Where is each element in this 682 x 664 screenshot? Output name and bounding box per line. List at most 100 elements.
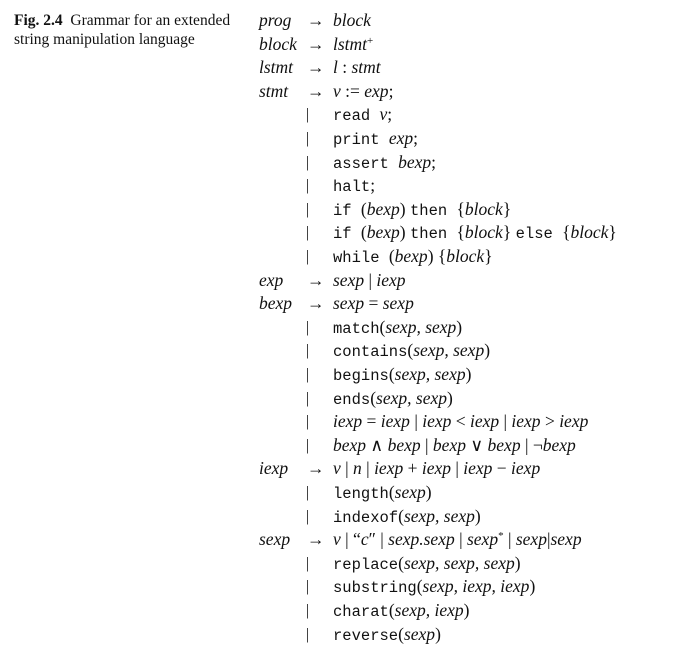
nonterminal-symbol: v [333, 458, 341, 479]
nonterminal-symbol: iexp [463, 458, 493, 479]
symbol: | [454, 529, 467, 550]
alternative-bar: | [306, 602, 310, 619]
rule-production: v := exp; [333, 80, 393, 104]
nonterminal-symbol: sexp [333, 269, 365, 290]
rule-production: v | “c″ | sexp.sexp | sexp* | sexp|sexp [333, 528, 582, 552]
nonterminal-symbol: block [446, 246, 485, 266]
nonterminal-symbol: n [353, 458, 362, 479]
nonterminal-symbol: bexp [366, 222, 400, 243]
rule-production: l : stmt [333, 56, 381, 80]
alternative-bar: | [306, 507, 310, 525]
symbol: ″ | [368, 529, 389, 550]
nonterminal-symbol: iexp [333, 411, 363, 432]
alternative-bar: | [306, 224, 310, 242]
rule-production: match(sexp, sexp) [333, 316, 462, 342]
symbol: ) [463, 600, 470, 620]
alternative-bar: | [306, 413, 310, 431]
alternative-bar: | [306, 153, 310, 171]
alternative-bar: | [306, 578, 310, 596]
rule-production: lstmt+ [333, 33, 373, 57]
symbol: ) [474, 505, 481, 526]
symbol: ( [379, 316, 386, 337]
symbol: | [409, 411, 423, 432]
nonterminal-symbol: l [333, 57, 338, 78]
alternative-bar: | [306, 366, 310, 383]
terminal-keyword: halt [333, 178, 371, 197]
nonterminal-symbol: bexp [387, 434, 421, 455]
nonterminal-symbol: sexp, sexp, sexp [403, 552, 515, 573]
symbol: ( [407, 340, 414, 361]
nonterminal-symbol: sexp, sexp [394, 364, 466, 384]
symbol: ) [425, 482, 432, 502]
alternative-bar: | [306, 106, 310, 124]
terminal-keyword: if [333, 201, 361, 220]
nonterminal-symbol: block [333, 10, 371, 30]
nonterminal-symbol: sexp [515, 529, 547, 550]
terminal-keyword: replace [333, 555, 399, 574]
rule-production: assert bexp; [333, 151, 436, 177]
nonterminal-symbol: bexp [487, 434, 521, 455]
symbol: | [546, 529, 551, 550]
derives-arrow: → [307, 529, 325, 550]
nonterminal-symbol: block [570, 222, 609, 243]
nonterminal-symbol: sexp [550, 529, 582, 550]
nonterminal-symbol: bexp [398, 151, 432, 172]
symbol: ( [388, 600, 395, 620]
symbol: { [562, 222, 571, 243]
derives-arrow: → [307, 33, 325, 54]
nonterminal-symbol: sexp, iexp [394, 600, 464, 620]
nonterminal-symbol: exp [388, 128, 414, 148]
derives-arrow: → [307, 57, 325, 78]
rule-nonterminal: bexp [259, 293, 293, 314]
alternative-bar: | [306, 554, 310, 572]
rule-production: if (bexp) then {block} else {block} [333, 221, 617, 247]
rule-production: substring(sexp, iexp, iexp) [333, 575, 535, 601]
symbol: { [456, 198, 465, 219]
terminal-keyword: match [333, 319, 380, 338]
symbol: | ¬ [520, 434, 543, 455]
nonterminal-symbol: exp [364, 80, 389, 101]
derives-arrow: → [307, 10, 325, 30]
symbol: − [492, 458, 512, 479]
alternative-bar: | [306, 484, 310, 501]
symbol: ; [413, 128, 418, 148]
alternative-bar: | [306, 200, 310, 218]
symbol: | [499, 411, 512, 432]
rule-production: while (bexp) {block} [333, 245, 493, 271]
nonterminal-symbol: sexp, sexp [413, 340, 485, 361]
nonterminal-symbol: lstmt [333, 33, 368, 54]
nonterminal-symbol: iexp [469, 411, 500, 432]
symbol: > [540, 411, 560, 432]
symbol: } [502, 222, 516, 243]
nonterminal-symbol: block [464, 222, 503, 243]
alternative-bar: | [306, 130, 310, 147]
symbol: * [498, 530, 504, 543]
nonterminal-symbol: iexp [380, 411, 410, 432]
nonterminal-symbol: stmt [351, 57, 381, 78]
symbol: + [403, 458, 422, 479]
nonterminal-symbol: iexp [421, 458, 451, 479]
nonterminal-symbol: sexp, sexp [385, 316, 457, 337]
nonterminal-symbol: iexp [422, 411, 452, 432]
rule-production: contains(sexp, sexp) [333, 339, 490, 365]
symbol: | “ [340, 529, 361, 550]
nonterminal-symbol: sexp [466, 529, 499, 550]
rule-production: iexp = iexp | iexp < iexp | iexp > iexp [333, 410, 588, 434]
derives-arrow: → [307, 458, 325, 479]
terminal-keyword: charat [333, 603, 389, 621]
symbol: ( [388, 364, 395, 384]
rule-production: read v; [333, 103, 392, 129]
symbol: ( [388, 482, 395, 502]
nonterminal-symbol: bexp [394, 246, 428, 266]
nonterminal-symbol: bexp [432, 434, 466, 455]
figure-label: Fig. 2.4 [14, 12, 63, 29]
symbol: } [608, 222, 617, 243]
nonterminal-symbol: iexp [511, 458, 541, 479]
nonterminal-symbol: sexp [382, 293, 414, 314]
nonterminal-symbol: sexp.sexp [388, 529, 455, 550]
nonterminal-symbol: iexp [376, 269, 406, 290]
rule-production: indexof(sexp, sexp) [333, 505, 481, 531]
symbol: ( [416, 576, 423, 597]
nonterminal-symbol: sexp [394, 482, 426, 502]
terminal-keyword: contains [333, 343, 408, 362]
